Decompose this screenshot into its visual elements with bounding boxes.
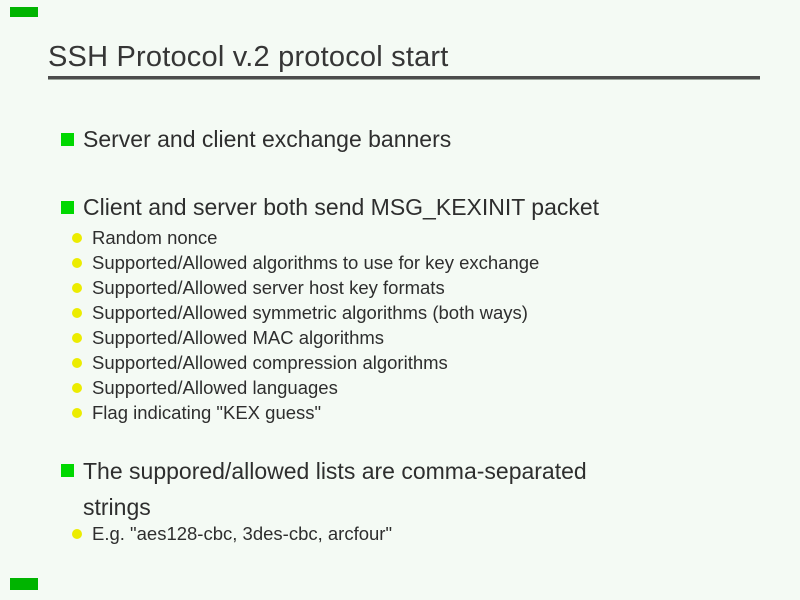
sub-bullet-list-kexinit: Random nonce Supported/Allowed algorithm… bbox=[72, 225, 539, 425]
dot-bullet-icon bbox=[72, 283, 82, 293]
sub-bullet-item: Supported/Allowed server host key format… bbox=[72, 275, 539, 300]
bullet-item-kexinit: Client and server both send MSG_KEXINIT … bbox=[61, 194, 599, 221]
corner-accent-bottom bbox=[10, 578, 38, 590]
bullet-item-banners: Server and client exchange banners bbox=[61, 126, 451, 153]
sub-bullet-item: Supported/Allowed compression algorithms bbox=[72, 350, 539, 375]
sub-bullet-item: Supported/Allowed languages bbox=[72, 375, 539, 400]
sub-bullet-text: Supported/Allowed algorithms to use for … bbox=[92, 252, 540, 273]
sub-bullet-text: Random nonce bbox=[92, 227, 218, 248]
dot-bullet-icon bbox=[72, 383, 82, 393]
title-underline bbox=[48, 76, 760, 80]
dot-bullet-icon bbox=[72, 233, 82, 243]
sub-bullet-text: E.g. "aes128-cbc, 3des-cbc, arcfour" bbox=[92, 523, 393, 544]
bullet-item-comma-separated: The suppored/allowed lists are comma-sep… bbox=[61, 453, 587, 525]
sub-bullet-item: E.g. "aes128-cbc, 3des-cbc, arcfour" bbox=[72, 521, 392, 546]
square-bullet-icon bbox=[61, 464, 74, 477]
sub-bullet-item: Supported/Allowed symmetric algorithms (… bbox=[72, 300, 539, 325]
square-bullet-icon bbox=[61, 133, 74, 146]
bullet-text-line-1: The suppored/allowed lists are comma-sep… bbox=[83, 458, 587, 484]
sub-bullet-item: Flag indicating "KEX guess" bbox=[72, 400, 539, 425]
sub-bullet-item: Supported/Allowed algorithms to use for … bbox=[72, 250, 539, 275]
bullet-text: The suppored/allowed lists are comma-sep… bbox=[83, 453, 587, 525]
slide-title: SSH Protocol v.2 protocol start bbox=[48, 41, 449, 73]
bullet-text: Client and server both send MSG_KEXINIT … bbox=[83, 194, 600, 220]
sub-bullet-text: Supported/Allowed MAC algorithms bbox=[92, 327, 385, 348]
sub-bullet-text: Supported/Allowed compression algorithms bbox=[92, 352, 448, 373]
sub-bullet-item: Supported/Allowed MAC algorithms bbox=[72, 325, 539, 350]
dot-bullet-icon bbox=[72, 408, 82, 418]
dot-bullet-icon bbox=[72, 529, 82, 539]
sub-bullet-text: Supported/Allowed server host key format… bbox=[92, 277, 445, 298]
sub-bullet-text: Flag indicating "KEX guess" bbox=[92, 402, 322, 423]
dot-bullet-icon bbox=[72, 308, 82, 318]
square-bullet-icon bbox=[61, 201, 74, 214]
bullet-text: Server and client exchange banners bbox=[83, 126, 452, 152]
corner-accent-top bbox=[10, 7, 38, 17]
sub-bullet-item: Random nonce bbox=[72, 225, 539, 250]
sub-bullet-text: Supported/Allowed symmetric algorithms (… bbox=[92, 302, 528, 323]
dot-bullet-icon bbox=[72, 358, 82, 368]
dot-bullet-icon bbox=[72, 333, 82, 343]
sub-bullet-text: Supported/Allowed languages bbox=[92, 377, 338, 398]
dot-bullet-icon bbox=[72, 258, 82, 268]
sub-bullet-list-example: E.g. "aes128-cbc, 3des-cbc, arcfour" bbox=[72, 521, 392, 546]
bullet-text-line-2: strings bbox=[83, 494, 151, 520]
